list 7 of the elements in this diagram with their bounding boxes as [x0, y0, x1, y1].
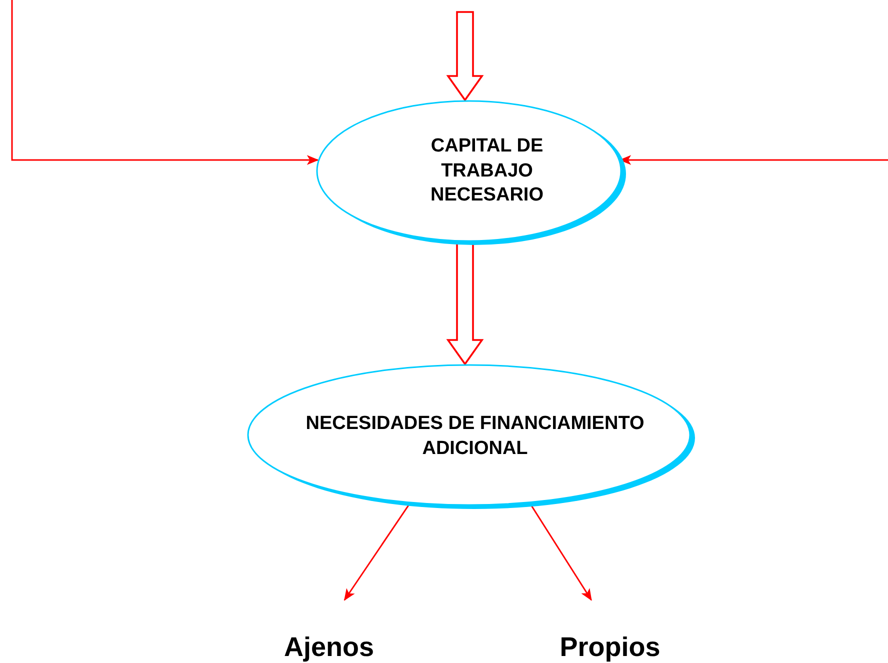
arrow [344, 503, 410, 601]
arrow [11, 0, 319, 165]
block-arrow [446, 11, 484, 102]
branch-label: Propios [558, 632, 662, 663]
branch-label: Ajenos [282, 632, 376, 663]
node-label: CAPITAL DE TRABAJO NECESARIO [430, 134, 544, 208]
node-label: NECESIDADES DE FINANCIAMIENTO ADICIONAL [304, 412, 646, 461]
